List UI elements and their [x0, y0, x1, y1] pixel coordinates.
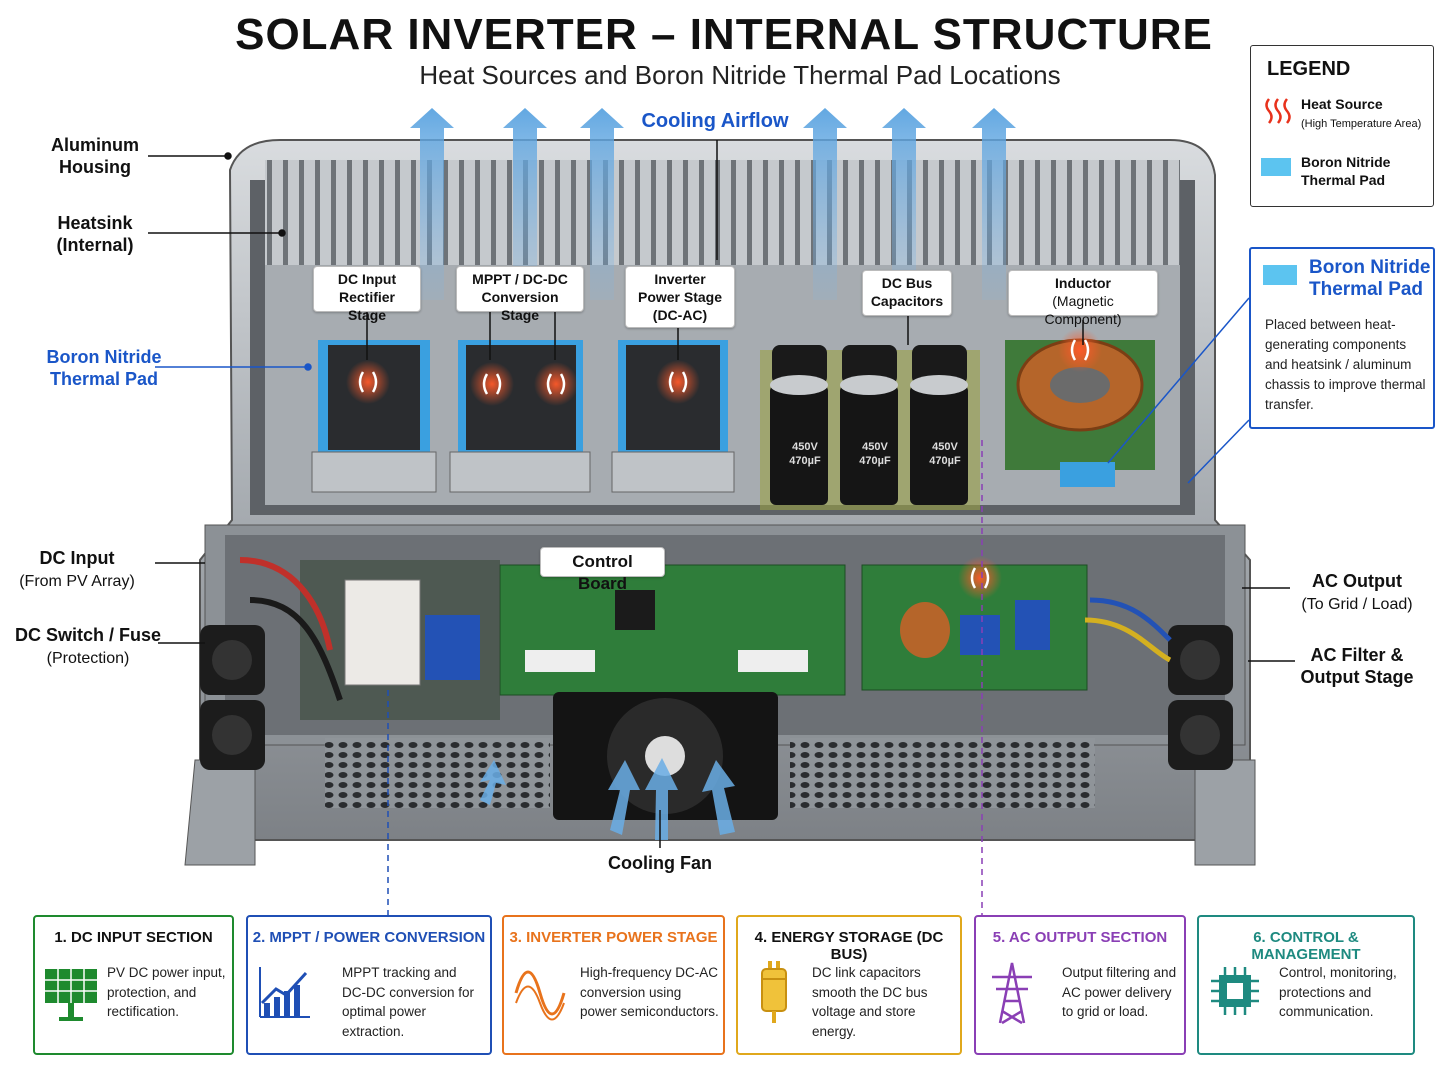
heat-icon-6 [970, 567, 990, 589]
section-desc: PV DC power input, protection, and recti… [107, 965, 226, 1019]
control-board-label: Control Board [540, 547, 665, 593]
dc-switch-label-title: DC Switch / Fuse [14, 625, 162, 645]
capacitor-icon [761, 961, 787, 1023]
section-title: 3. INVERTER POWER STAGE [509, 929, 718, 946]
heat-source-markers [346, 328, 1102, 600]
callout-pad-swatch [1263, 265, 1297, 285]
dc-input-label-sub: (From PV Array) [19, 573, 135, 590]
section-card-ac-output: 5. AC OUTPUT SECTION Output filtering an… [974, 915, 1186, 1055]
legend: LEGEND Heat Source (High Temperature Are… [1250, 45, 1434, 207]
aluminum-housing-label: Aluminum Housing [51, 135, 139, 177]
dc-input-label: DC Input (From PV Array) [12, 547, 142, 593]
dc-switch-label-sub: (Protection) [46, 650, 130, 667]
section-title: 6. CONTROL & MANAGEMENT [1251, 929, 1361, 963]
thermal-pad-label-left: Boron Nitride Thermal Pad [46, 347, 162, 389]
power-tower-icon [992, 962, 1032, 1025]
dc-bus-capacitors [760, 345, 980, 510]
heat-icon-5 [1070, 339, 1090, 361]
mppt-stage-label: MPPT / DC-DC Conversion Stage [456, 266, 584, 323]
legend-heat-source-sub: (High Temperature Area) [1301, 118, 1422, 130]
inverter-power-stage-label: Inverter Power Stage (DC-AC) [625, 266, 735, 328]
capacitor-marking-1b: 470µF [789, 455, 821, 467]
power-module-mppt [449, 340, 591, 493]
capacitor-marking-3b: 470µF [929, 455, 961, 467]
section-title: 2. MPPT / POWER CONVERSION [252, 929, 486, 946]
inductor-label-title: Inductor [1055, 275, 1111, 291]
heatsink-label-title: Heatsink [57, 213, 133, 233]
inductor-component [1005, 338, 1155, 487]
section-desc: MPPT tracking and DC-DC conversion for o… [342, 965, 475, 1039]
heatsink-label: Heatsink (Internal) [40, 212, 150, 256]
ac-output-label-title: AC Output [1312, 571, 1402, 591]
section-desc: Output filtering and AC power delivery t… [1062, 965, 1177, 1019]
heat-icon-4 [668, 371, 688, 393]
heat-icon-1 [358, 371, 378, 393]
heatsink-label-sub: (Internal) [56, 235, 134, 255]
cooling-airflow-label: Cooling Airflow [641, 110, 789, 132]
section-card-control: 6. CONTROL & MANAGEMENT Control, monitor… [1197, 915, 1415, 1055]
callout-title: Boron Nitride Thermal Pad [1309, 257, 1431, 300]
inductor-label: Inductor (Magnetic Component) [1008, 270, 1158, 327]
section-card-inverter: 3. INVERTER POWER STAGE High-frequency D… [502, 915, 725, 1055]
solar-panel-icon [45, 969, 97, 1021]
sine-wave-icon [514, 970, 566, 1021]
section-title: 5. AC OUTPUT SECTION [992, 929, 1168, 946]
airflow-arrows-fan [480, 758, 735, 840]
callout-body: Placed between heat-generating component… [1265, 317, 1426, 412]
heatsink-fins [265, 160, 1180, 270]
thermal-pad-callout: Boron Nitride Thermal Pad Placed between… [1249, 247, 1435, 429]
inductor-thermal-pad [1060, 462, 1115, 487]
ac-output-label-sub: (To Grid / Load) [1301, 596, 1413, 613]
section-card-energy-storage: 4. ENERGY STORAGE (DC BUS) DC link capac… [736, 915, 962, 1055]
growth-chart-icon [259, 967, 310, 1018]
cable-glands-left [200, 625, 265, 770]
dc-input-label-title: DC Input [39, 548, 115, 568]
dc-bus-capacitors-label: DC Bus Capacitors [862, 270, 952, 316]
capacitor-marking-1a: 450V [792, 441, 818, 453]
ac-output-label: AC Output (To Grid / Load) [1292, 570, 1422, 616]
vent-grille-left [325, 738, 550, 808]
cable-glands-right [1168, 625, 1233, 770]
page-title: SOLAR INVERTER – INTERNAL STRUCTURE [235, 10, 1213, 59]
capacitor-marking-3a: 450V [932, 441, 958, 453]
dc-switch-label: DC Switch / Fuse (Protection) [8, 624, 168, 670]
ac-filter-label: AC Filter & Output Stage [1300, 645, 1414, 687]
section-desc: Control, monitoring, protections and com… [1279, 965, 1397, 1019]
section-title: 1. DC INPUT SECTION [54, 929, 213, 946]
dc-switch-fuse [344, 579, 421, 686]
heat-icon-3 [546, 373, 566, 395]
heat-source-legend-icon [1265, 98, 1291, 124]
legend-heat-source-title: Heat Source [1301, 96, 1383, 112]
page-subtitle: Heat Sources and Boron Nitride Thermal P… [419, 60, 1061, 90]
chip-icon [1211, 967, 1259, 1015]
dc-relay [425, 615, 480, 680]
control-board [499, 564, 846, 696]
capacitor-marking-2a: 450V [862, 441, 888, 453]
capacitor-marking-2b: 470µF [859, 455, 891, 467]
section-desc: DC link capacitors smooth the DC bus vol… [812, 965, 928, 1039]
section-card-mppt: 2. MPPT / POWER CONVERSION MPPT tracking… [246, 915, 492, 1055]
thermal-pad-legend-swatch [1261, 158, 1291, 176]
inductor-label-sub: (Magnetic Component) [1044, 293, 1122, 327]
airflow-arrows-up [410, 108, 1016, 300]
legend-title: LEGEND [1267, 58, 1351, 80]
cooling-fan-label: Cooling Fan [608, 853, 712, 873]
legend-heat-source: Heat Source (High Temperature Area) [1301, 95, 1421, 133]
section-title: 4. ENERGY STORAGE (DC BUS) [754, 929, 944, 963]
vent-grille-right [790, 738, 1095, 808]
section-desc: High-frequency DC-AC conversion using po… [580, 965, 719, 1019]
legend-thermal-pad: Boron Nitride Thermal Pad [1301, 154, 1391, 188]
dc-input-rectifier-label: DC Input Rectifier Stage [313, 266, 421, 323]
section-card-dc-input: 1. DC INPUT SECTION PV DC power input, p… [33, 915, 234, 1055]
heat-icon-2 [482, 373, 502, 395]
